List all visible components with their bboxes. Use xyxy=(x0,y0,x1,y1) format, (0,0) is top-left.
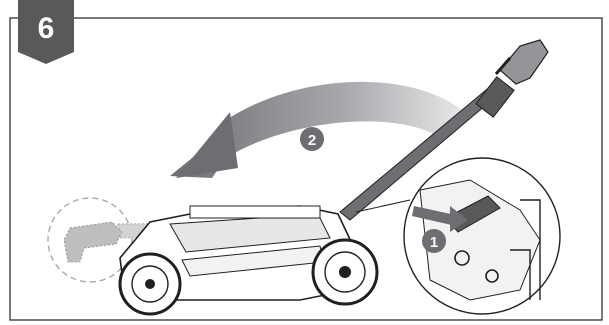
front-wheel xyxy=(120,254,180,314)
step-number: 6 xyxy=(38,12,55,45)
callout-1: 1 xyxy=(422,229,446,253)
step-badge: 6 xyxy=(18,0,74,64)
rear-wheel xyxy=(313,240,377,304)
callout-2-label: 2 xyxy=(308,132,316,149)
callout-2: 2 xyxy=(300,127,324,151)
callout-1-label: 1 xyxy=(430,234,438,251)
